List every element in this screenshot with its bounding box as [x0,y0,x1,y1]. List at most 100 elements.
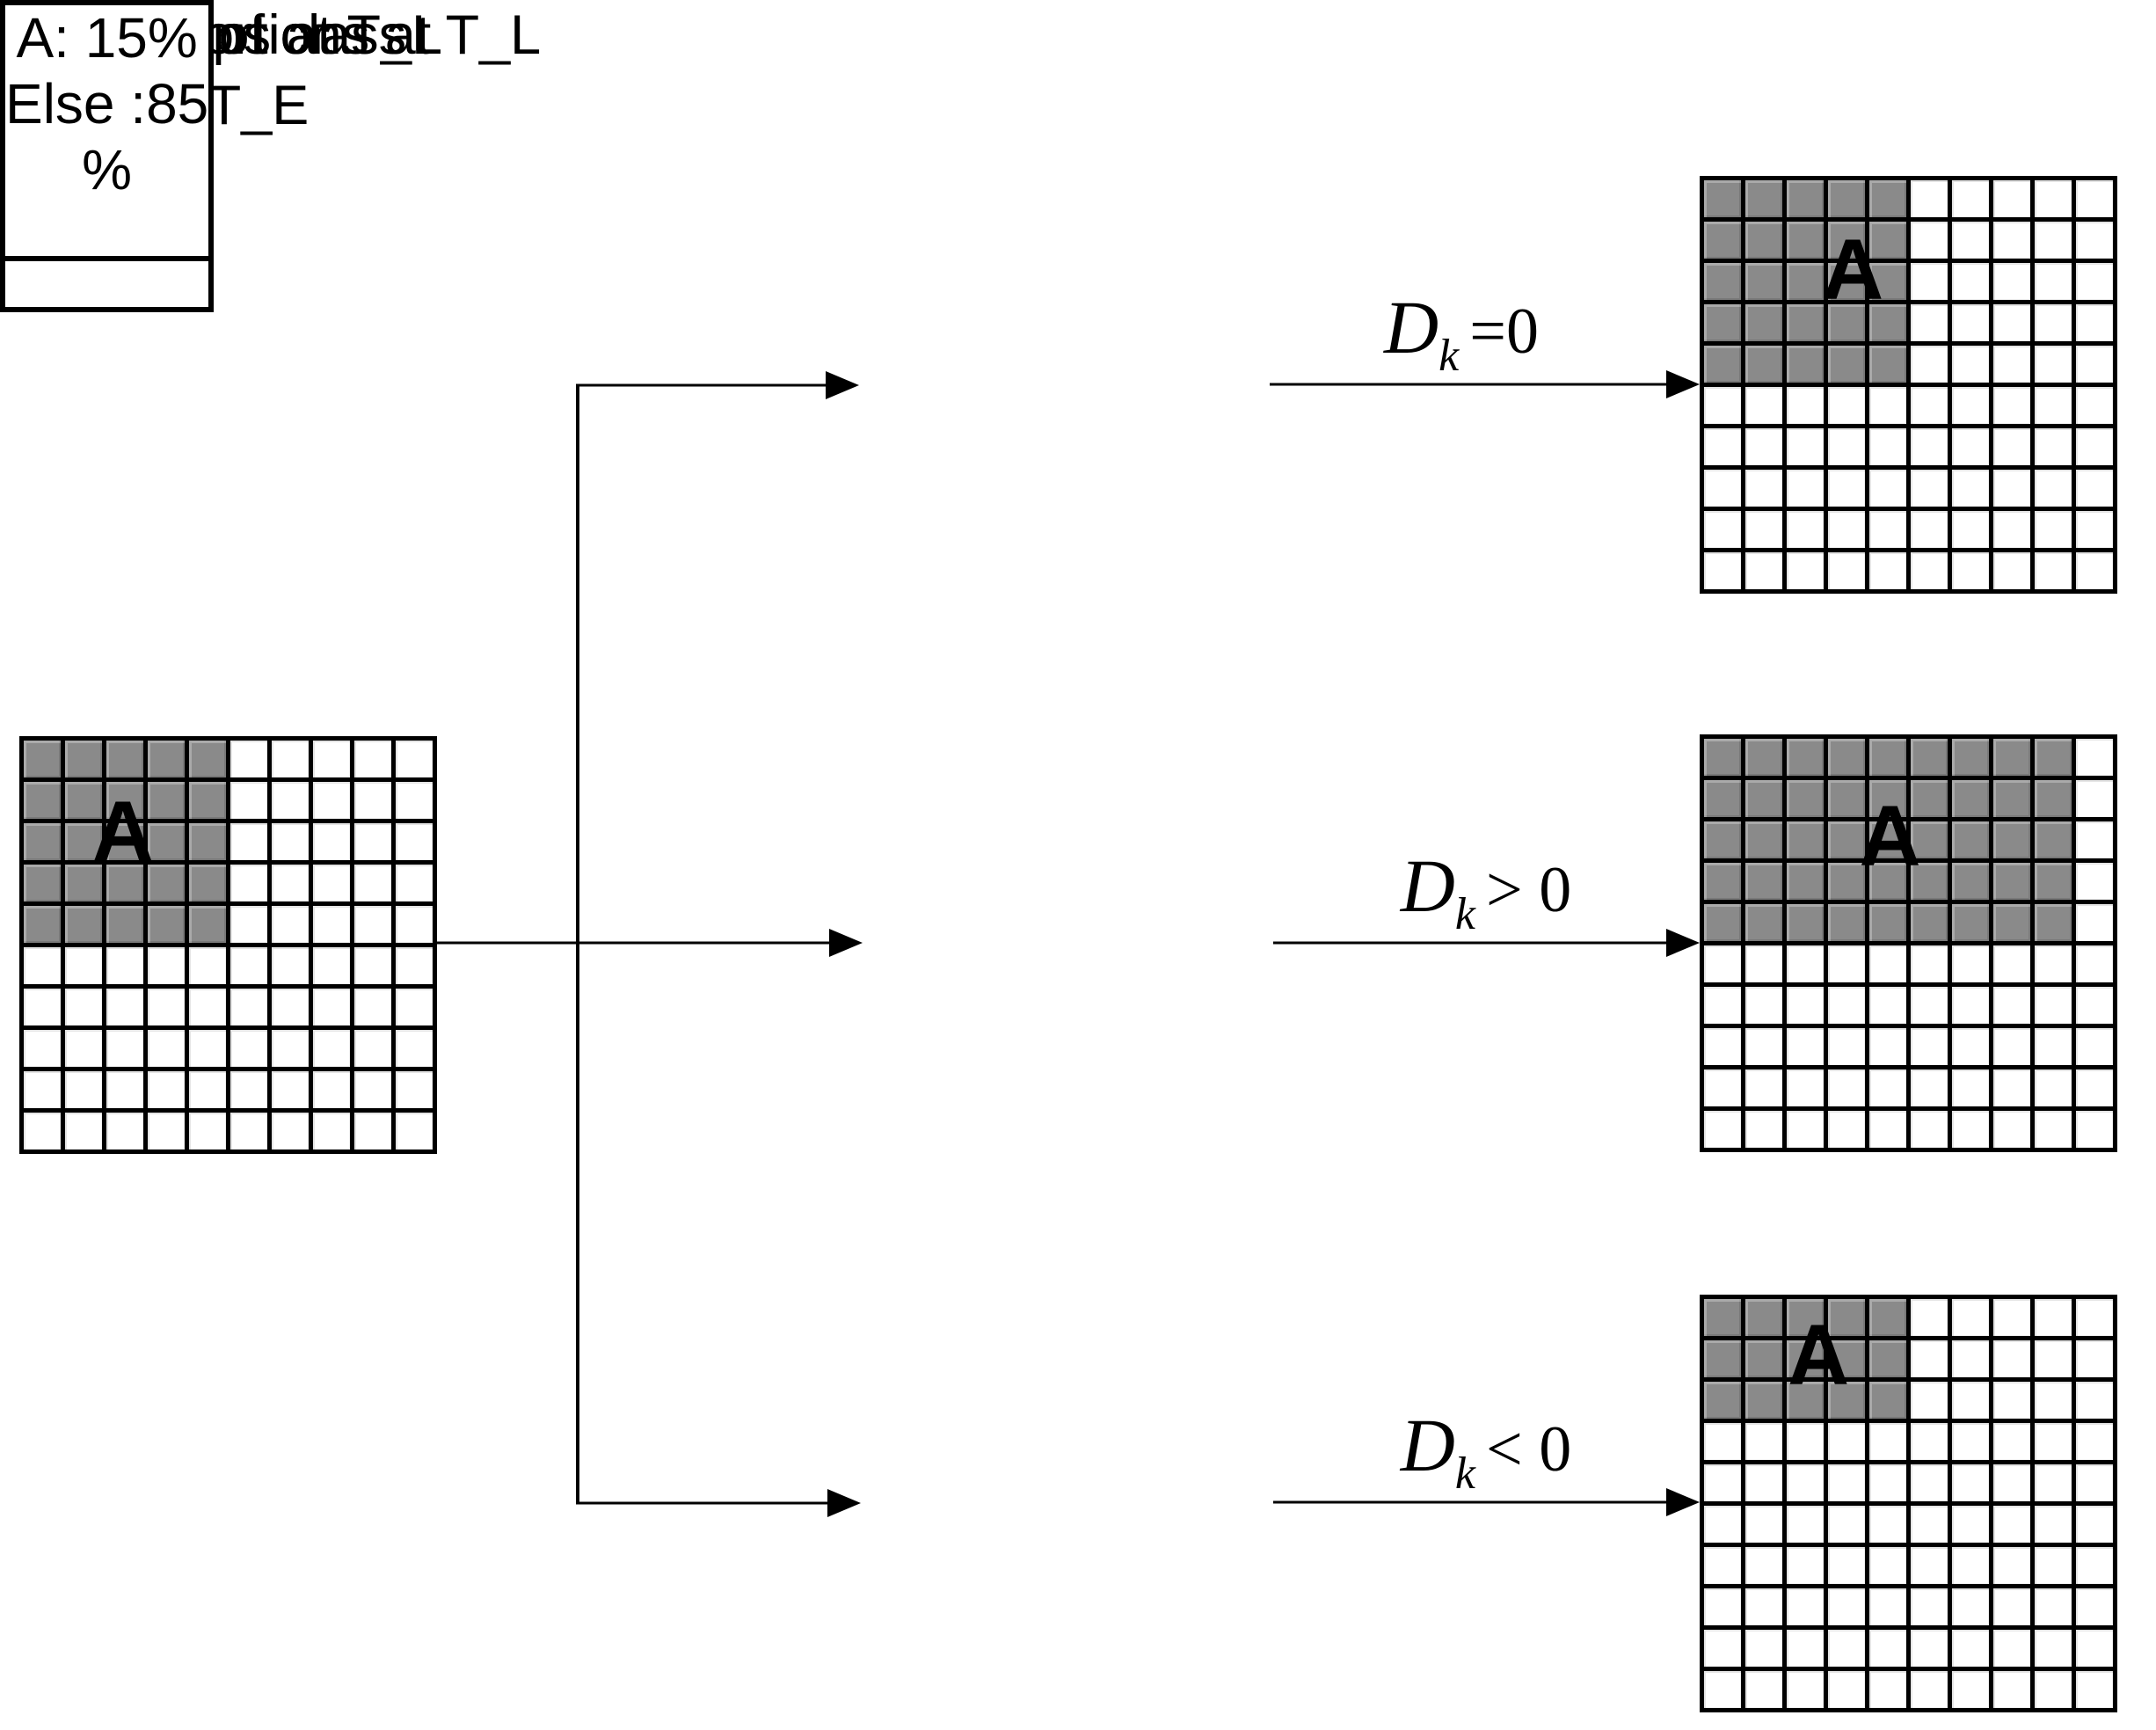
grid-cell-empty [2076,552,2113,589]
grid-cell-empty [1704,1111,1741,1148]
grid-cell-empty [24,1071,61,1108]
grid-cell-class-a [1911,821,1948,858]
grid-cell-class-a [1745,304,1782,341]
grid-cell-class-a [1787,1382,1824,1419]
grid-cell-class-a [1828,180,1865,217]
grid-cell-empty [230,1113,267,1150]
grid-cell-empty [396,1030,433,1067]
spm-grid-dk-gt-0: A [1700,734,2117,1152]
grid-cell-empty [1745,511,1782,548]
grid-cell-empty [1704,387,1741,424]
grid-cell-empty [1704,1671,1741,1708]
grid-cell-empty [1828,1588,1865,1625]
grid-cell-class-a [148,823,185,860]
grid-cell-class-a [1828,263,1865,300]
grid-cell-empty [1869,1423,1906,1460]
grid-cell-empty [396,1113,433,1150]
grid-cell-class-a [1911,739,1948,776]
grid-cell-empty [1952,1299,1989,1336]
grid-cell-empty [1828,470,1865,507]
grid-cell-empty [148,1113,185,1150]
grid-cell-empty [230,989,267,1026]
grid-cell-empty [313,741,350,777]
grid-cell-class-a [1704,780,1741,817]
grid-cell-empty [1993,1340,2030,1377]
grid-cell-empty [313,782,350,819]
grid-cell-empty [189,1030,226,1067]
arrowhead-lr-mid [829,929,863,957]
grid-cell-empty [1993,1111,2030,1148]
grid-cell-empty [1952,1671,1989,1708]
grid-cell-empty [65,989,102,1026]
grid-cell-empty [2076,821,2113,858]
grid-cell-empty [1787,552,1824,589]
grid-cell-empty [1952,1588,1989,1625]
proportion-line: A: 15% [16,6,198,69]
grid-cell-class-a [1787,1340,1824,1377]
grid-cell-empty [1993,346,2030,383]
grid-cell-empty [354,1030,391,1067]
grid-cell-empty [1952,304,1989,341]
grid-cell-empty [1911,1630,1948,1667]
grid-cell-empty [272,1071,309,1108]
grid-cell-empty [1787,1464,1824,1501]
grid-cell-class-a [24,782,61,819]
grid-cell-empty [1704,1464,1741,1501]
grid-cell-class-a [1828,1340,1865,1377]
grid-cell-empty [230,1030,267,1067]
grid-cell-empty [1952,428,1989,465]
grid-cell-empty [1787,470,1824,507]
grid-cell-empty [1993,387,2030,424]
spm-grid-dk-lt-0: A [1700,1295,2117,1712]
grid-cell-empty [1745,1464,1782,1501]
grid-cell-class-a [1704,263,1741,300]
grid-cell-class-a [1704,1340,1741,1377]
grid-cell-empty [1993,987,2030,1024]
grid-cell-empty [1828,1111,1865,1148]
grid-cell-empty [189,947,226,984]
grid-cell-empty [148,1071,185,1108]
grid-cell-empty [354,947,391,984]
grid-cell-class-a [1704,1382,1741,1419]
grid-cell-empty [2076,1111,2113,1148]
grid-cell-class-a [1745,1382,1782,1419]
grid-cell-empty [1993,1382,2030,1419]
grid-cell-class-a [1704,904,1741,941]
grid-cell-class-a [1787,346,1824,383]
grid-cell-empty [1911,987,1948,1024]
grid-cell-class-a [1993,863,2030,900]
class-a-label: A [91,783,154,880]
grid-cell-empty [1993,428,2030,465]
grid-cell-empty [396,989,433,1026]
grid-cell-empty [1787,1069,1824,1106]
grid-cell-empty [65,1113,102,1150]
grid-cell-class-a [189,906,226,943]
grid-cell-empty [1704,987,1741,1024]
grid-cell-class-a [1787,863,1824,900]
grid-cell-empty [2076,1671,2113,1708]
grid-cell-class-a [1869,222,1906,259]
grid-cell-class-a [1911,863,1948,900]
grid-cell-empty [1911,1299,1948,1336]
grid-cell-class-a [1993,904,2030,941]
grid-cell-class-a [65,865,102,901]
grid-cell-class-a [1911,904,1948,941]
grid-cell-empty [1952,1028,1989,1065]
grid-cell-empty [272,1113,309,1150]
grid-cell-empty [1745,1069,1782,1106]
grid-cell-empty [1869,1069,1906,1106]
grid-cell-empty [1952,1423,1989,1460]
grid-cell-empty [24,1030,61,1067]
grid-cell-empty [2035,1340,2072,1377]
grid-cell-class-a [1704,821,1741,858]
grid-cell-empty [2076,428,2113,465]
grid-cell-empty [1787,1547,1824,1584]
grid-cell-empty [1911,180,1948,217]
grid-cell-empty [1828,428,1865,465]
grid-cell-class-a [1787,222,1824,259]
grid-cell-empty [2076,945,2113,982]
grid-cell-empty [1828,387,1865,424]
grid-cell-empty [189,1113,226,1150]
grid-cell-empty [396,782,433,819]
